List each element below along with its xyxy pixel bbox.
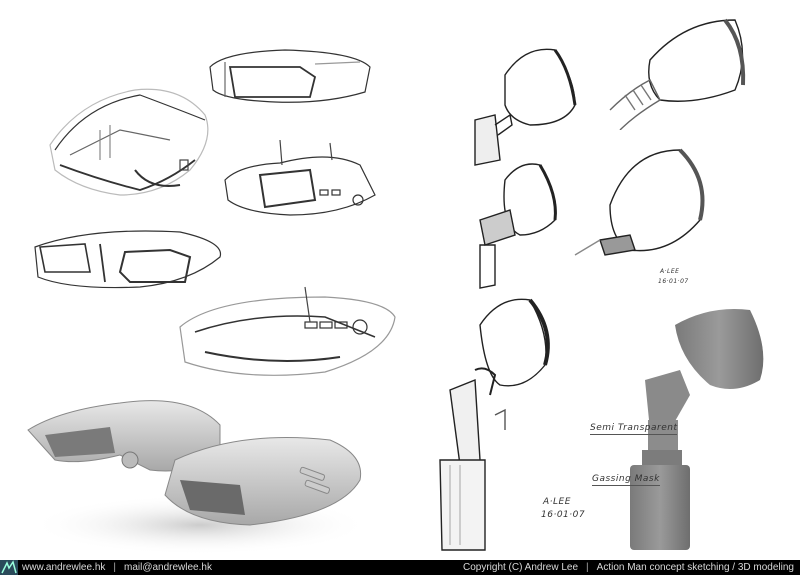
goggle-3d-render (20, 385, 380, 555)
annotation-gassing-mask: Gassing Mask (592, 474, 660, 486)
gas-mask-canister-sketch (430, 295, 570, 555)
footer-separator: | (113, 562, 116, 573)
gas-mask-sketch-2 (605, 15, 755, 130)
goggle-sketch-side-view (220, 135, 380, 220)
artist-logo-icon (0, 560, 18, 575)
website-link[interactable]: www.andrewlee.hk (22, 562, 106, 573)
annotation-semi-transparent: Semi Transparent (590, 423, 678, 435)
signature-small: A·LEE (660, 268, 680, 275)
goggle-sketch-detail (175, 282, 400, 382)
copyright-text: Copyright (C) Andrew Lee (462, 562, 579, 573)
date: 16·01·07 (541, 510, 586, 520)
concept-sheet: A·LEE 16·01·07 Semi Tran (20, 15, 770, 555)
goggle-sketch-perspective (30, 222, 230, 297)
goggle-sketch-top-view (40, 70, 220, 200)
gas-mask-3d-render (620, 300, 770, 555)
footer-bar: www.andrewlee.hk | mail@andrewlee.hk Cop… (0, 560, 800, 575)
signature: A·LEE (543, 497, 571, 507)
date-small: 16·01·07 (658, 278, 689, 285)
gas-mask-sketch-4 (570, 145, 715, 270)
email-link[interactable]: mail@andrewlee.hk (123, 562, 212, 573)
gas-mask-sketch-1 (470, 40, 580, 170)
footer-separator-2: | (586, 562, 589, 573)
project-description: Action Man concept sketching / 3D modeli… (596, 562, 794, 573)
gas-mask-sketch-3 (470, 160, 560, 290)
goggle-sketch-front-view (205, 42, 375, 107)
